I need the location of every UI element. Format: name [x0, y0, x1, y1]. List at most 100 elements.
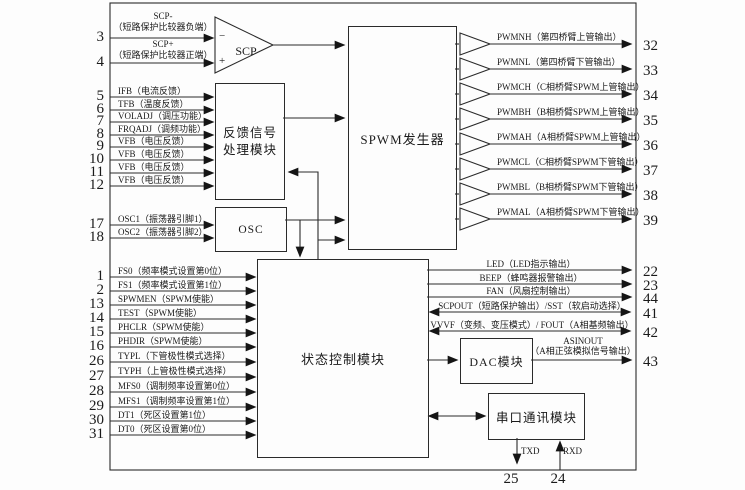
signal-pwmnh-label: PWMNH（第四桥臂上管输出） [497, 32, 622, 42]
pin-14: 14 [89, 310, 104, 326]
pin-34: 34 [643, 88, 658, 104]
pin-30: 30 [89, 412, 104, 428]
pin-4: 4 [96, 54, 105, 70]
pin-10: 10 [89, 151, 104, 167]
state-input-lines [110, 272, 257, 440]
signal-typh-label: TYPH（上管极性模式选择） [118, 366, 232, 376]
signal-vvvf-fout-label: VVVF（变频、变压模式）/ FOUT（A相基频输出） [430, 320, 634, 330]
signal-asinout-desc: （A相正弦模拟信号输出） [530, 346, 636, 356]
feedback-input-lines [110, 92, 215, 191]
signal-pwmbh-label: PWMBH（B相桥臂SPWM上管输出） [497, 107, 645, 117]
internal-links [283, 113, 346, 259]
signal-tfb-label: TFB（温度反馈） [118, 99, 189, 109]
signal-osc2-label: OSC2（振荡器引脚2） [118, 227, 208, 237]
pin-29: 29 [89, 398, 104, 414]
pin-36: 36 [643, 138, 658, 154]
chip-outer-border [109, 2, 637, 471]
signal-pwmal-label: PWMAL（A相桥臂SPWM下管输出） [497, 207, 645, 217]
signal-led-label: LED（LED指示输出） [486, 259, 576, 269]
signal-scp-plus-name: SCP+ [152, 39, 174, 49]
signal-fan-label: FAN（风扇控制输出） [486, 286, 576, 296]
signal-vfb1-label: VFB（电压反馈） [118, 136, 190, 146]
block-state-label: 状态控制模块 [300, 352, 385, 367]
pin-41: 41 [643, 306, 658, 322]
signal-scp-minus-desc: （短路保护比较器负端） [113, 22, 213, 32]
pin-38: 38 [643, 188, 658, 204]
signal-vfb2-label: VFB（电压反馈） [118, 149, 190, 159]
pin-42: 42 [643, 325, 658, 341]
signal-scp-minus-name: SCP- [153, 11, 173, 21]
signal-spwmen-label: SPWMEN（SPWM使能） [118, 294, 220, 304]
state-output-lines [427, 265, 633, 336]
spwm-output-buffers-and-lines [455, 32, 633, 231]
pin-15: 15 [89, 324, 104, 340]
pin-3: 3 [96, 29, 105, 45]
block-feedback-label: 反馈信号 处理模块 [222, 125, 277, 157]
pin-11: 11 [89, 164, 104, 180]
pin-23: 23 [643, 278, 658, 294]
pin-16: 16 [89, 338, 104, 354]
pin-17: 17 [89, 216, 104, 232]
pin-22: 22 [643, 264, 658, 280]
pin-1: 1 [96, 268, 105, 284]
scp-comparator-label: SCP [235, 44, 257, 58]
signal-mfs0-label: MFS0（调制频率设置第0位） [118, 381, 236, 391]
pin-12: 12 [89, 177, 104, 193]
pin-33: 33 [643, 63, 658, 79]
scp-input-lines [110, 33, 215, 68]
pin-37: 37 [643, 163, 658, 179]
pin-18: 18 [89, 229, 104, 245]
comparator-minus-sign: − [219, 30, 226, 42]
block-serial: 串口通讯模块 [488, 393, 585, 440]
pin-26: 26 [89, 353, 104, 369]
signal-dt0-label: DT0（死区设置第0位） [118, 424, 211, 434]
pin-9: 9 [96, 138, 105, 154]
pin-2: 2 [96, 282, 105, 298]
signal-scp-plus-desc: （短路保护比较器正端） [113, 50, 213, 60]
signal-fs1-label: FS1（频率模式设置第1位） [118, 280, 228, 290]
block-serial-label: 串口通讯模块 [495, 411, 577, 425]
comparator-plus-sign: + [219, 55, 226, 67]
block-osc: OSC [215, 207, 287, 252]
signal-test-label: TEST（SPWM使能） [118, 308, 203, 318]
block-feedback: 反馈信号 处理模块 [215, 83, 285, 200]
signal-pwmnl-label: PWMNL（第四桥臂下管输出） [497, 57, 621, 67]
pin-24: 24 [550, 471, 566, 487]
signal-typl-label: TYPL（下管极性模式选择） [118, 351, 231, 361]
pin-27: 27 [89, 368, 104, 384]
signal-asinout-name: ASINOUT [563, 336, 603, 346]
signal-rxd-label: RXD [563, 446, 583, 456]
signal-phdir-label: PHDIR（SPWM使能） [118, 336, 208, 346]
signal-vfb4-label: VFB（电压反馈） [118, 175, 190, 185]
osc-input-lines [110, 220, 215, 243]
signal-pwmbl-label: PWMBL（B相桥臂SPWM下管输出） [497, 182, 644, 192]
pin-32: 32 [643, 38, 658, 54]
block-spwm-generator: SPWM发生器 [348, 26, 457, 250]
pin-44: 44 [643, 291, 658, 307]
pin-5: 5 [96, 88, 105, 104]
pin-7: 7 [96, 113, 105, 129]
pin-8: 8 [96, 126, 105, 142]
pin-43: 43 [643, 354, 658, 370]
block-state-control: 状态控制模块 [257, 259, 429, 458]
signal-voladj-label: VOLADJ（调压功能） [118, 111, 207, 121]
serial-lines [427, 411, 565, 470]
signal-frqadj-label: FRQADJ（调频功能） [118, 124, 207, 134]
signal-vfb3-label: VFB（电压反馈） [118, 162, 190, 172]
signal-osc1-label: OSC1（振荡器引脚1） [118, 214, 208, 224]
scp-comparator-triangle [214, 16, 275, 74]
pin-31: 31 [89, 426, 104, 442]
pin-6: 6 [96, 101, 105, 117]
pin-28: 28 [89, 383, 104, 399]
signal-scpout-sst-label: SCPOUT（短路保护输出）/SST（软启动选择） [438, 301, 626, 311]
signal-mfs1-label: MFS1（调制频率设置第1位） [118, 396, 236, 406]
block-spwm-label: SPWM发生器 [360, 131, 445, 147]
signal-txd-label: TXD [521, 446, 540, 456]
signal-dt1-label: DT1（死区设置第1位） [118, 410, 211, 420]
signal-beep-label: BEEP（蜂鸣器报警输出） [479, 273, 583, 283]
signal-pwmch-label: PWMCH（C相桥臂SPWM上管输出） [497, 82, 645, 92]
block-dac: DAC模块 [460, 338, 533, 384]
signal-pwmcl-label: PWMCL（C相桥臂SPWM下管输出） [497, 157, 644, 167]
